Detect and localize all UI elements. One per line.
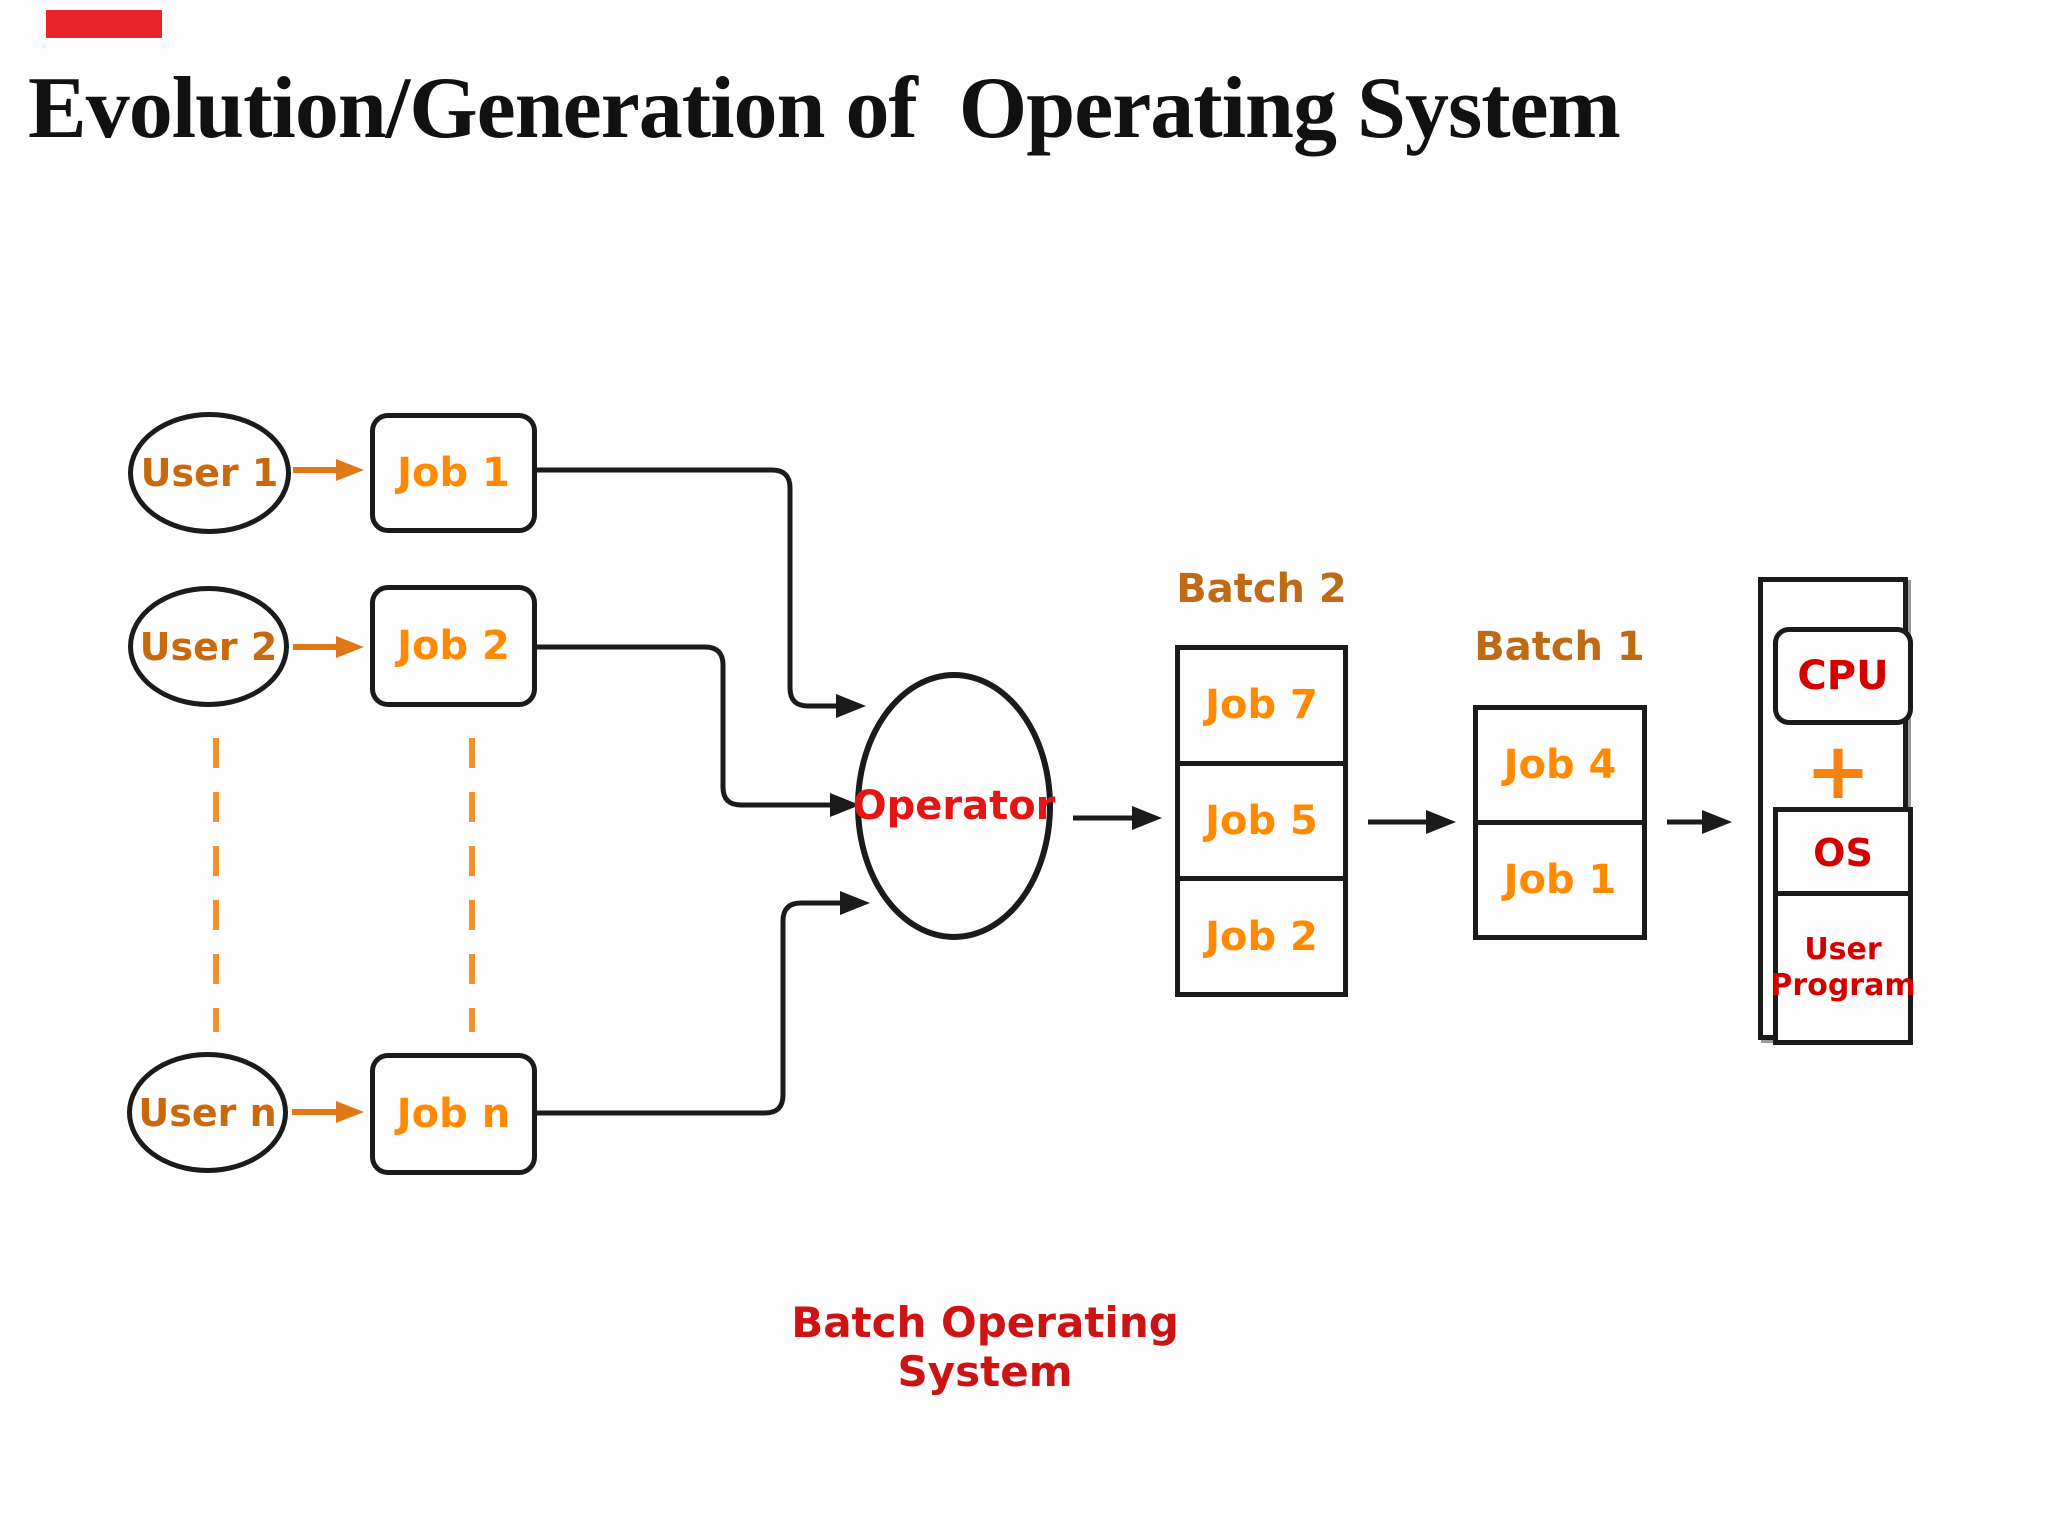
job-1-label: Job 1 — [397, 450, 510, 496]
user-1-ellipse: User 1 — [128, 412, 291, 534]
user-to-job-arrows — [292, 459, 364, 1123]
batch2-stack: Job 7 Job 5 Job 2 — [1175, 645, 1348, 997]
job-n-label: Job n — [396, 1091, 511, 1137]
operator-ellipse: Operator — [852, 672, 1056, 940]
connector-jobn-operator — [537, 891, 870, 1116]
user-program-line2: Program — [1770, 968, 1916, 1003]
job-1-box: Job 1 — [370, 413, 537, 533]
user-n-label: User n — [138, 1090, 277, 1135]
connector-job1-operator — [537, 467, 866, 718]
user-2-ellipse: User 2 — [128, 586, 289, 707]
connector-job2-operator — [537, 644, 860, 817]
batch1-stack: Job 4 Job 1 — [1473, 705, 1647, 940]
job-2-box: Job 2 — [370, 585, 537, 707]
os-label: OS — [1813, 831, 1873, 875]
batch1-title: Batch 1 — [1474, 624, 1645, 670]
user-2-label: User 2 — [139, 624, 278, 669]
diagram-caption: Batch Operating System — [791, 1298, 1179, 1396]
batch1-cell-job1: Job 1 — [1503, 857, 1617, 903]
batch2-cell-job5: Job 5 — [1180, 766, 1343, 882]
cpu-box: CPU — [1773, 627, 1913, 725]
job-2-label: Job 2 — [397, 623, 510, 669]
user-program-box: User Program — [1770, 891, 1916, 1045]
page-title: Evolution/Generation of Operating System — [28, 60, 1621, 157]
batch2-title: Batch 2 — [1176, 566, 1347, 612]
dashed-continuation-lines — [213, 738, 475, 1032]
batch2-cell-job7: Job 7 — [1180, 650, 1343, 766]
user-1-label: User 1 — [140, 451, 279, 495]
batch1-cell-job4: Job 4 — [1478, 710, 1642, 825]
cpu-label: CPU — [1797, 653, 1889, 699]
os-box: OS — [1773, 807, 1913, 899]
user-program-line1: User — [1804, 932, 1882, 967]
job-to-operator-connectors — [537, 467, 870, 1116]
batch2-cell-job2: Job 2 — [1205, 913, 1318, 960]
operator-label: Operator — [852, 783, 1056, 829]
user-n-ellipse: User n — [127, 1052, 288, 1173]
job-n-box: Job n — [370, 1053, 537, 1175]
cpu-os-container: CPU + OS User Program — [1758, 577, 1916, 1045]
stage-flow-arrows — [1073, 806, 1732, 834]
plus-sign: + — [1805, 727, 1871, 817]
corner-red-mark — [46, 10, 162, 38]
